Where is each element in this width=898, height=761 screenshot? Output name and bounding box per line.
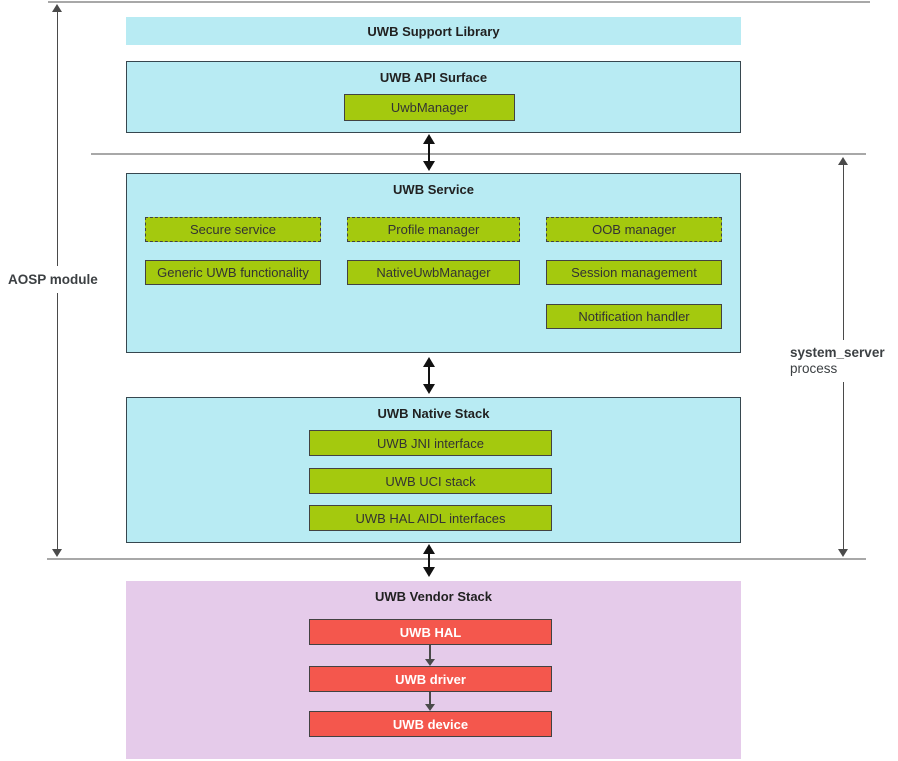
arrow-head-down-icon — [425, 704, 435, 711]
arrow-head-down-icon — [52, 549, 62, 557]
uwb-service-box: UWB Service Secure service Profile manag… — [126, 173, 741, 353]
native-uwb-manager-chip: NativeUwbManager — [347, 260, 520, 285]
aosp-module-label: AOSP module — [8, 266, 100, 293]
uwb-vendor-stack-title: UWB Vendor Stack — [374, 589, 493, 604]
arrow-shaft — [429, 645, 431, 661]
native-vendor-bidirectional-arrow-icon — [422, 544, 436, 577]
arrow-shaft — [428, 552, 430, 569]
uwb-device-chip: UWB device — [309, 711, 552, 737]
system-server-label: system_server — [790, 345, 885, 360]
arrow-head-down-icon — [838, 549, 848, 557]
arrow-head-up-icon — [838, 157, 848, 165]
arrow-shaft — [428, 142, 430, 163]
profile-manager-chip: Profile manager — [347, 217, 520, 242]
process-label: process — [790, 361, 838, 376]
system-server-boundary-line — [91, 153, 866, 155]
uwb-hal-chip: UWB HAL — [309, 619, 552, 645]
service-native-bidirectional-arrow-icon — [422, 357, 436, 394]
top-boundary-line — [48, 1, 870, 3]
arrow-head-up-icon — [52, 4, 62, 12]
session-management-chip: Session management — [546, 260, 722, 285]
uwb-service-title: UWB Service — [393, 182, 474, 197]
uwb-support-library-title: UWB Support Library — [367, 24, 500, 39]
uwb-api-surface-title: UWB API Surface — [379, 70, 488, 85]
uwb-api-surface-box: UWB API Surface UwbManager — [126, 61, 741, 133]
oob-manager-chip: OOB manager — [546, 217, 722, 242]
arrow-shaft — [428, 365, 430, 386]
uwbmanager-chip: UwbManager — [344, 94, 515, 121]
uwb-uci-stack-chip: UWB UCI stack — [309, 468, 552, 494]
api-service-bidirectional-arrow-icon — [422, 134, 436, 171]
arrow-head-down-icon — [423, 567, 435, 577]
uwb-support-library-bar: UWB Support Library — [126, 17, 741, 45]
system-server-process-label: system_server process — [790, 340, 885, 382]
arrow-head-down-icon — [423, 384, 435, 394]
uwb-native-stack-title: UWB Native Stack — [377, 406, 490, 421]
uwb-hal-aidl-interfaces-chip: UWB HAL AIDL interfaces — [309, 505, 552, 531]
driver-device-down-arrow-icon — [425, 692, 435, 711]
arrow-head-up-icon — [423, 544, 435, 554]
hal-driver-down-arrow-icon — [425, 645, 435, 666]
secure-service-chip: Secure service — [145, 217, 321, 242]
arrow-head-down-icon — [423, 161, 435, 171]
arrow-head-up-icon — [423, 134, 435, 144]
arrow-shaft — [429, 692, 431, 706]
arrow-head-down-icon — [425, 659, 435, 666]
uwb-driver-chip: UWB driver — [309, 666, 552, 692]
vendor-boundary-line — [47, 558, 866, 560]
generic-uwb-functionality-chip: Generic UWB functionality — [145, 260, 321, 285]
uwb-jni-interface-chip: UWB JNI interface — [309, 430, 552, 456]
uwb-native-stack-box: UWB Native Stack UWB JNI interface UWB U… — [126, 397, 741, 543]
arrow-head-up-icon — [423, 357, 435, 367]
notification-handler-chip: Notification handler — [546, 304, 722, 329]
uwb-vendor-stack-box: UWB Vendor Stack UWB HAL UWB driver UWB … — [126, 581, 741, 759]
